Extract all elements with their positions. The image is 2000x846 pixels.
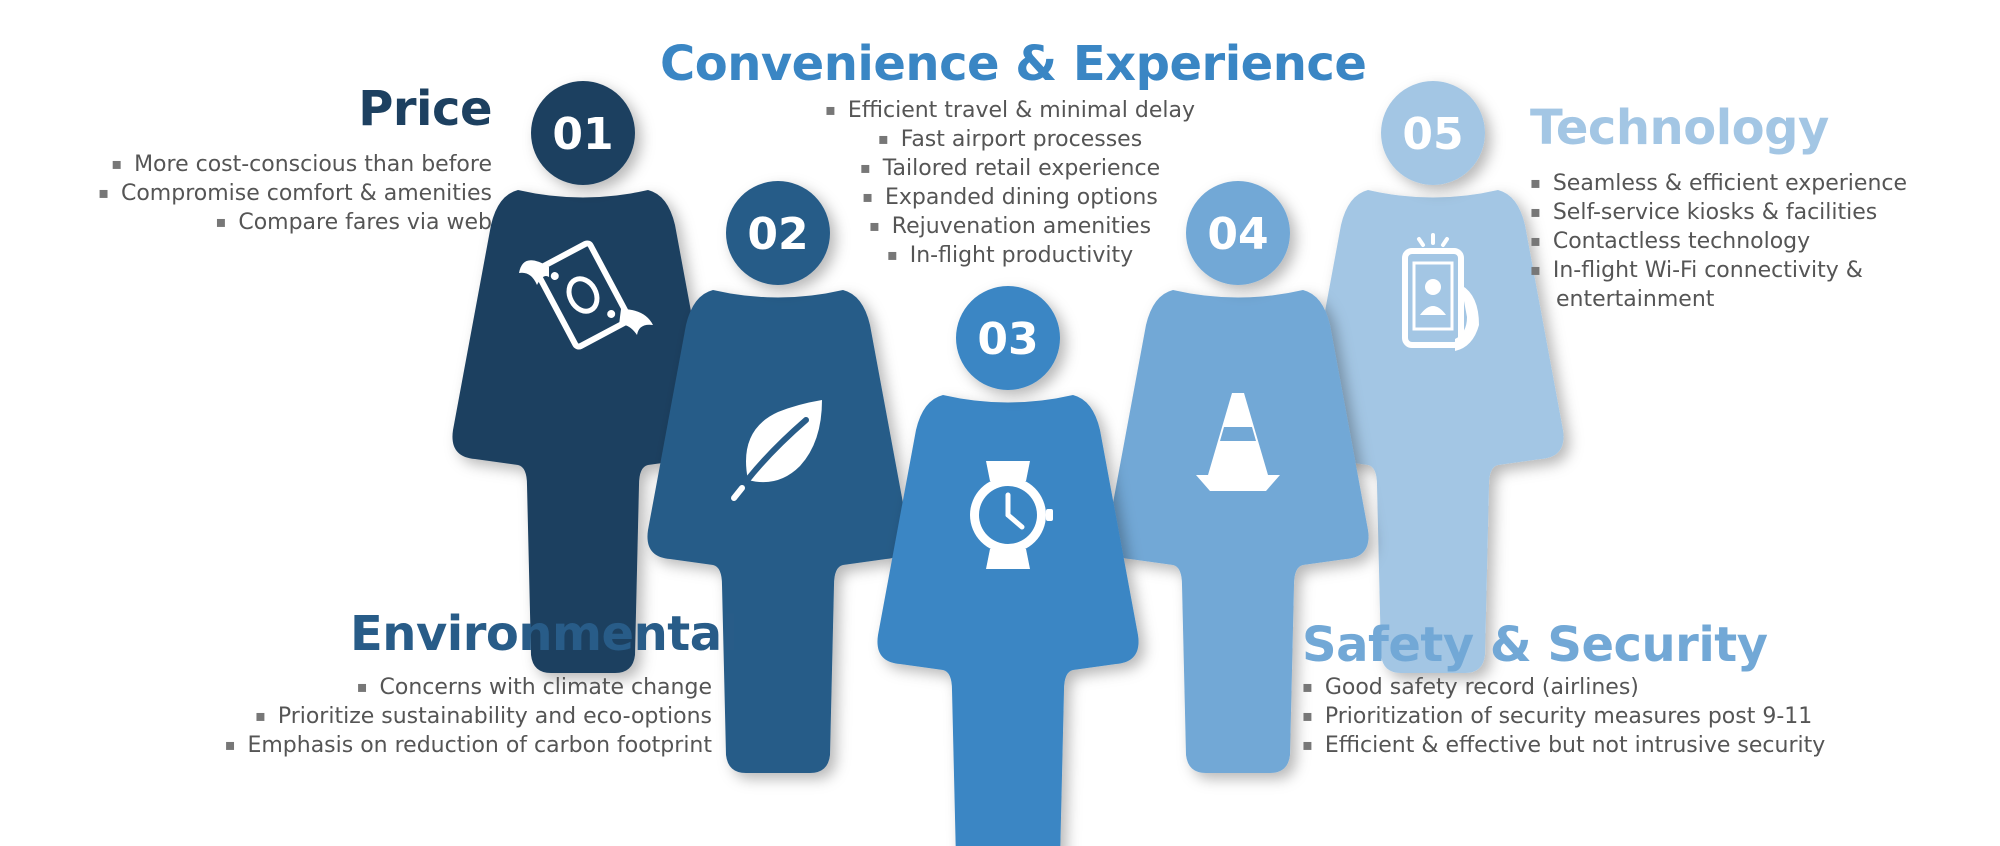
convenience-item-4: Expanded dining options <box>760 184 1260 213</box>
traffic-cone-icon <box>1196 393 1280 491</box>
figure-01: 01 <box>452 81 714 673</box>
convenience-list: Efficient travel & minimal delay Fast ai… <box>760 97 1260 271</box>
technology-item-3: Contactless technology <box>1530 228 1950 257</box>
technology-item-4: In-flight Wi-Fi connectivity & entertain… <box>1530 257 1916 314</box>
figure-03-number: 03 <box>977 314 1038 365</box>
convenience-item-6: In-flight productivity <box>760 242 1260 271</box>
price-item-1: More cost-conscious than before <box>70 151 492 180</box>
convenience-item-5: Rejuvenation amenities <box>760 213 1260 242</box>
technology-title: Technology <box>1530 100 1829 156</box>
safety-item-2: Prioritization of security measures post… <box>1302 703 1862 732</box>
environmental-item-2: Prioritize sustainability and eco-option… <box>200 703 712 732</box>
price-item-2: Compromise comfort & amenities <box>70 180 492 209</box>
figure-01-number: 01 <box>552 109 613 160</box>
technology-list: Seamless & efficient experience Self-ser… <box>1530 170 1950 314</box>
safety-title: Safety & Security <box>1302 617 1768 673</box>
convenience-title: Convenience & Experience <box>660 36 1367 92</box>
figure-05-number: 05 <box>1402 109 1463 160</box>
safety-list: Good safety record (airlines) Prioritiza… <box>1302 674 1862 761</box>
environmental-list: Concerns with climate change Prioritize … <box>200 674 712 761</box>
figure-05-head <box>1381 81 1485 185</box>
safety-item-1: Good safety record (airlines) <box>1302 674 1862 703</box>
convenience-item-1: Efficient travel & minimal delay <box>760 97 1260 126</box>
environmental-title: Environmental <box>350 606 738 662</box>
safety-item-3: Efficient & effective but not intrusive … <box>1302 732 1862 761</box>
smartphone-hand-icon <box>1402 233 1479 351</box>
price-item-3: Compare fares via web <box>70 209 492 238</box>
figure-01-head <box>531 81 635 185</box>
smartwatch-icon <box>970 461 1053 569</box>
environmental-item-3: Emphasis on reduction of carbon footprin… <box>200 732 712 761</box>
environmental-item-1: Concerns with climate change <box>200 674 712 703</box>
technology-item-2: Self-service kiosks & facilities <box>1530 199 1950 228</box>
flying-money-icon <box>519 240 653 350</box>
leaf-icon <box>731 400 822 501</box>
price-list: More cost-conscious than before Compromi… <box>70 151 492 238</box>
figure-03-head <box>956 286 1060 390</box>
price-title: Price <box>358 81 492 137</box>
technology-item-1: Seamless & efficient experience <box>1530 170 1950 199</box>
convenience-item-3: Tailored retail experience <box>760 155 1260 184</box>
convenience-item-2: Fast airport processes <box>760 126 1260 155</box>
figure-03: 03 <box>877 286 1139 846</box>
figure-05: 05 <box>1302 81 1564 673</box>
